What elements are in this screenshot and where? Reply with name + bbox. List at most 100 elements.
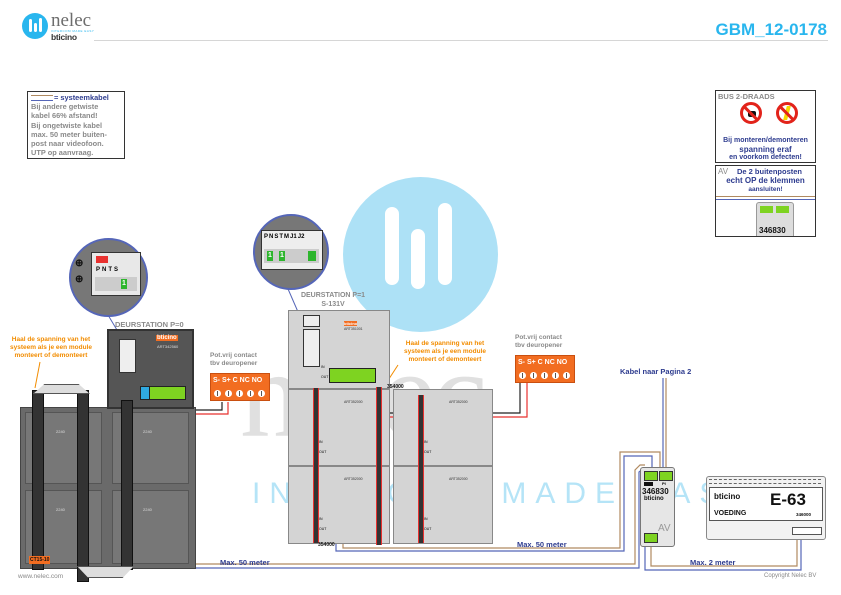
footer-website[interactable]: www.nelec.com	[18, 573, 64, 580]
legend-line: kabel 66% afstand!	[31, 111, 98, 121]
nelec-logo	[22, 13, 48, 39]
brand-name: nelec	[51, 10, 92, 31]
bus-warning-line1: Bij monteren/demonteren	[723, 137, 808, 144]
power-supply-name: VOEDING	[714, 510, 747, 517]
relay-title-line2: tbv deuropener	[515, 342, 563, 349]
av-module: PI 346830 bticino AV	[640, 467, 675, 547]
power-warning-right: Haal de spanning van het systeem als je …	[385, 340, 505, 364]
in-label: IN	[319, 440, 323, 444]
screw-terminal	[541, 372, 548, 379]
in-label: IN	[321, 365, 325, 369]
station1-terminal-p: P	[264, 234, 269, 240]
module-label: 2240	[56, 429, 65, 434]
station1-jumper: 1	[279, 251, 285, 261]
av-module-mini: 346830	[756, 202, 794, 236]
station1-subtitle: S-131V	[321, 301, 345, 308]
power-warning-line: monteert of demonteert	[408, 356, 482, 363]
station1-module: ART352000 IN OUT	[288, 389, 390, 466]
cable-to-page2-label: Kabel naar Pagina 2	[620, 367, 692, 376]
screw-terminal	[530, 372, 537, 379]
relay-terminals: S- S+ C NC NO	[213, 377, 263, 384]
relay0-contact-block: S- S+ C NC NO	[210, 373, 270, 401]
power-warning-line: monteert of demonteert	[14, 352, 88, 359]
screw-terminal	[225, 390, 232, 397]
station0-terminal-n: N	[102, 267, 107, 273]
power-supply-model: E-63	[770, 490, 806, 509]
power-supply-e63: bticino E-63 VOEDING 346000	[706, 476, 826, 540]
max2-label: Max. 2 meter	[690, 558, 736, 567]
out-label: OUT	[321, 375, 329, 379]
relay-title-line1: Pot.vrij contact	[515, 334, 562, 341]
power-supply-brand: bticino	[714, 492, 741, 501]
frame-tag: CT15-10	[29, 556, 51, 564]
station0-zoom-callout: P N T S 1 ⊕ ⊕	[69, 238, 148, 317]
av-note-line3: aansluiten!	[748, 186, 783, 193]
power-supply-code: 346000	[796, 512, 812, 517]
power-warning-line: systeem als je een module	[9, 344, 92, 351]
screw-terminal	[214, 390, 221, 397]
station0-jumper: 1	[121, 279, 127, 289]
rotate-screw-icon: ⊕	[75, 258, 84, 269]
power-warning-line: systeem als je een module	[403, 348, 486, 355]
cable-tag-bottom: 354000	[318, 542, 335, 548]
station1-main-module: bticino ART351001 IN OUT	[288, 310, 390, 389]
module-label: 2240	[143, 507, 152, 512]
mounting-bar	[77, 390, 89, 582]
relay-terminals: S- S+ C NC NO	[518, 359, 568, 366]
screw-terminal	[519, 372, 526, 379]
relay1-title: Pot.vrij contact tbv deuropener	[515, 334, 562, 350]
av-module-brand: bticino	[644, 496, 664, 502]
av-note-box: AV De 2 buitenposten echt OP de klemmen …	[715, 165, 816, 237]
station0-title: DEURSTATION P=0	[115, 320, 184, 329]
station1-terminal-j1: J1	[290, 234, 297, 240]
relay0-title: Pot.vrij contact tbv deuropener	[210, 352, 257, 368]
av-note-prefix: AV	[718, 167, 729, 176]
station1-terminal-j2: J2	[297, 234, 305, 240]
camera-icon	[644, 482, 653, 486]
station1-terminal-t: T	[279, 234, 284, 240]
brand-tagline: INTERCOM MADE EASY	[51, 29, 95, 33]
module-article: ART352000	[344, 400, 363, 404]
max50-label-a: Max. 50 meter	[220, 558, 270, 567]
no-plug-icon	[740, 102, 762, 124]
legend-title: = systeemkabel	[54, 93, 109, 102]
rotate-screw-icon: ⊕	[75, 274, 84, 285]
module-label: 2240	[56, 507, 65, 512]
cable-max2-brown	[650, 538, 798, 567]
partner-brand: bticino	[51, 32, 77, 42]
screw-terminal	[236, 390, 243, 397]
station0-terminal-t: T	[108, 267, 113, 273]
legend-line: max. 50 meter buiten-	[31, 129, 107, 139]
av-note-module-code: 346830	[759, 226, 786, 235]
footer-copyright: Copyright Nelec BV	[764, 573, 817, 579]
header-divider	[94, 40, 828, 41]
relay-title-line2: tbv deuropener	[210, 360, 258, 367]
in-label: IN	[319, 517, 323, 521]
station1-terminal-n: N	[269, 234, 274, 240]
watermark-logo	[343, 177, 498, 332]
station1-module: ART352000 IN OUT	[393, 466, 493, 544]
power-warning-line: Haal de spanning van het	[11, 336, 91, 343]
station1-zoom-callout: P N S T M J1 J2 1 1	[253, 214, 329, 290]
av-pi-label: PI	[662, 481, 666, 486]
station0-main-unit: bticino ART342560	[107, 329, 194, 409]
station1-module: ART352000 IN OUT	[288, 466, 390, 544]
power-warning-left: Haal de spanning van het systeem als je …	[2, 336, 100, 360]
station0-article: ART342560	[157, 344, 179, 349]
cable-max2-blue	[644, 538, 802, 571]
in-label: IN	[424, 440, 428, 444]
legend-line: Bij ongetwiste kabel	[31, 120, 103, 130]
bus-warning-line3: en voorkom defecten!	[729, 154, 802, 161]
station0-terminal-p: P	[96, 267, 101, 273]
bus-warning-title: BUS 2-DRAADS	[718, 92, 775, 101]
av-note-cable-brown	[716, 196, 815, 197]
station0-brand: bticino	[156, 335, 178, 341]
screw-terminal	[258, 390, 265, 397]
legend-line: UTP op aanvraag.	[31, 148, 94, 158]
out-label: OUT	[424, 527, 432, 531]
module-article: ART352000	[449, 400, 468, 404]
module-article: ART352000	[449, 477, 468, 481]
screw-terminal	[247, 390, 254, 397]
bus-cable	[376, 387, 382, 545]
out-label: OUT	[424, 450, 432, 454]
